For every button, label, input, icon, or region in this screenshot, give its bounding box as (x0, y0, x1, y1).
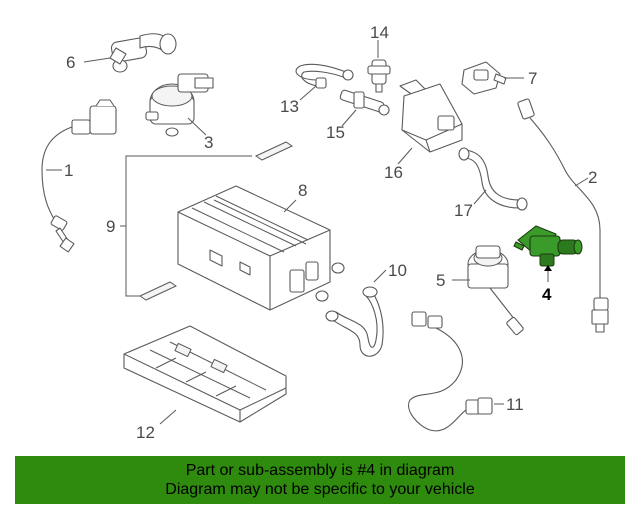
part-10-vapor-hose[interactable] (325, 286, 384, 357)
callout-8: 8 (298, 181, 307, 200)
callout-1: 1 (64, 161, 73, 180)
leader-17 (473, 189, 487, 205)
part-2-oxygen-sensor[interactable] (517, 98, 609, 333)
notice-banner: Part or sub-assembly is #4 in diagram Di… (15, 456, 625, 504)
callout-16: 16 (384, 163, 403, 182)
part-14-connector[interactable] (367, 59, 391, 93)
callout-6: 6 (66, 53, 75, 72)
part-4-vent-valve-highlighted[interactable] (513, 225, 583, 267)
leader-8 (283, 199, 297, 213)
part-6-hose-fitting[interactable] (109, 33, 177, 73)
callout-12: 12 (136, 423, 155, 442)
callout-10: 10 (388, 261, 407, 280)
part-16-valve-bracket[interactable] (399, 79, 463, 153)
callout-15: 15 (326, 123, 345, 142)
part-3-purge-valve[interactable] (145, 73, 214, 137)
leader-10 (373, 269, 387, 283)
part-17-hose[interactable] (458, 147, 528, 211)
part-8-charcoal-canister[interactable] (177, 185, 345, 311)
callout-4: 4 (542, 285, 552, 304)
leader-12 (159, 409, 177, 425)
part-15-tee-fitting[interactable] (339, 89, 390, 116)
callout-5: 5 (436, 271, 445, 290)
leader-4-arrowhead (544, 265, 552, 271)
callout-3: 3 (204, 133, 213, 152)
part-9-canister-pads[interactable] (138, 141, 294, 301)
leader-13 (299, 85, 317, 101)
parts-diagram: 1 2 3 4 5 (41, 23, 609, 442)
part-5-actuator[interactable] (467, 245, 524, 336)
callout-7: 7 (528, 69, 537, 88)
leader-6 (83, 57, 111, 63)
part-11-wire-harness[interactable] (408, 311, 493, 432)
part-1-oxygen-sensor[interactable] (41, 99, 117, 253)
part-7-sensor[interactable] (461, 61, 507, 95)
part-12-canister-tray[interactable] (123, 325, 287, 423)
part-13-hose[interactable] (295, 63, 354, 89)
callout-11: 11 (506, 395, 524, 414)
leader-3 (187, 117, 207, 136)
leader-2 (574, 177, 589, 187)
callout-2: 2 (588, 168, 597, 187)
callout-9: 9 (106, 217, 115, 236)
callout-14: 14 (370, 23, 389, 42)
callout-13: 13 (280, 97, 299, 116)
notice-line-2: Diagram may not be specific to your vehi… (165, 481, 475, 498)
leader-15 (341, 109, 357, 127)
leader-16 (397, 147, 413, 165)
callout-17: 17 (454, 201, 473, 220)
notice-line-1: Part or sub-assembly is #4 in diagram (185, 462, 455, 479)
